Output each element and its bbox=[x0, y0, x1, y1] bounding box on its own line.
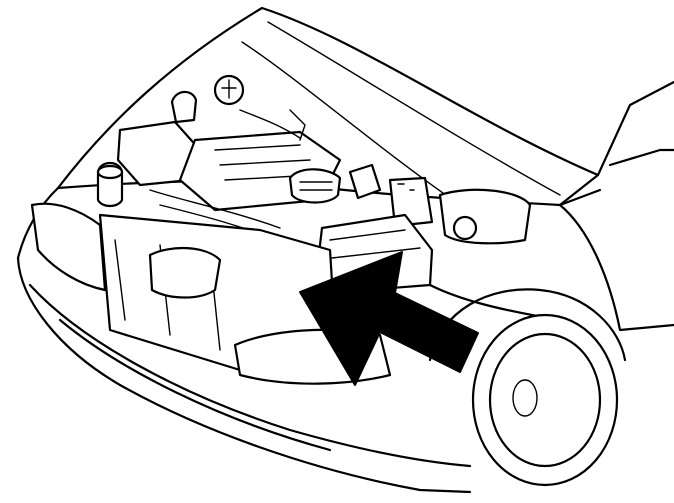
left-headlight bbox=[30, 202, 107, 292]
engine-bay bbox=[96, 74, 532, 294]
pointer-arrow-icon bbox=[299, 251, 479, 386]
windshield-pillar bbox=[558, 80, 674, 207]
front-wheel bbox=[428, 203, 674, 487]
emblem-area bbox=[148, 246, 222, 299]
